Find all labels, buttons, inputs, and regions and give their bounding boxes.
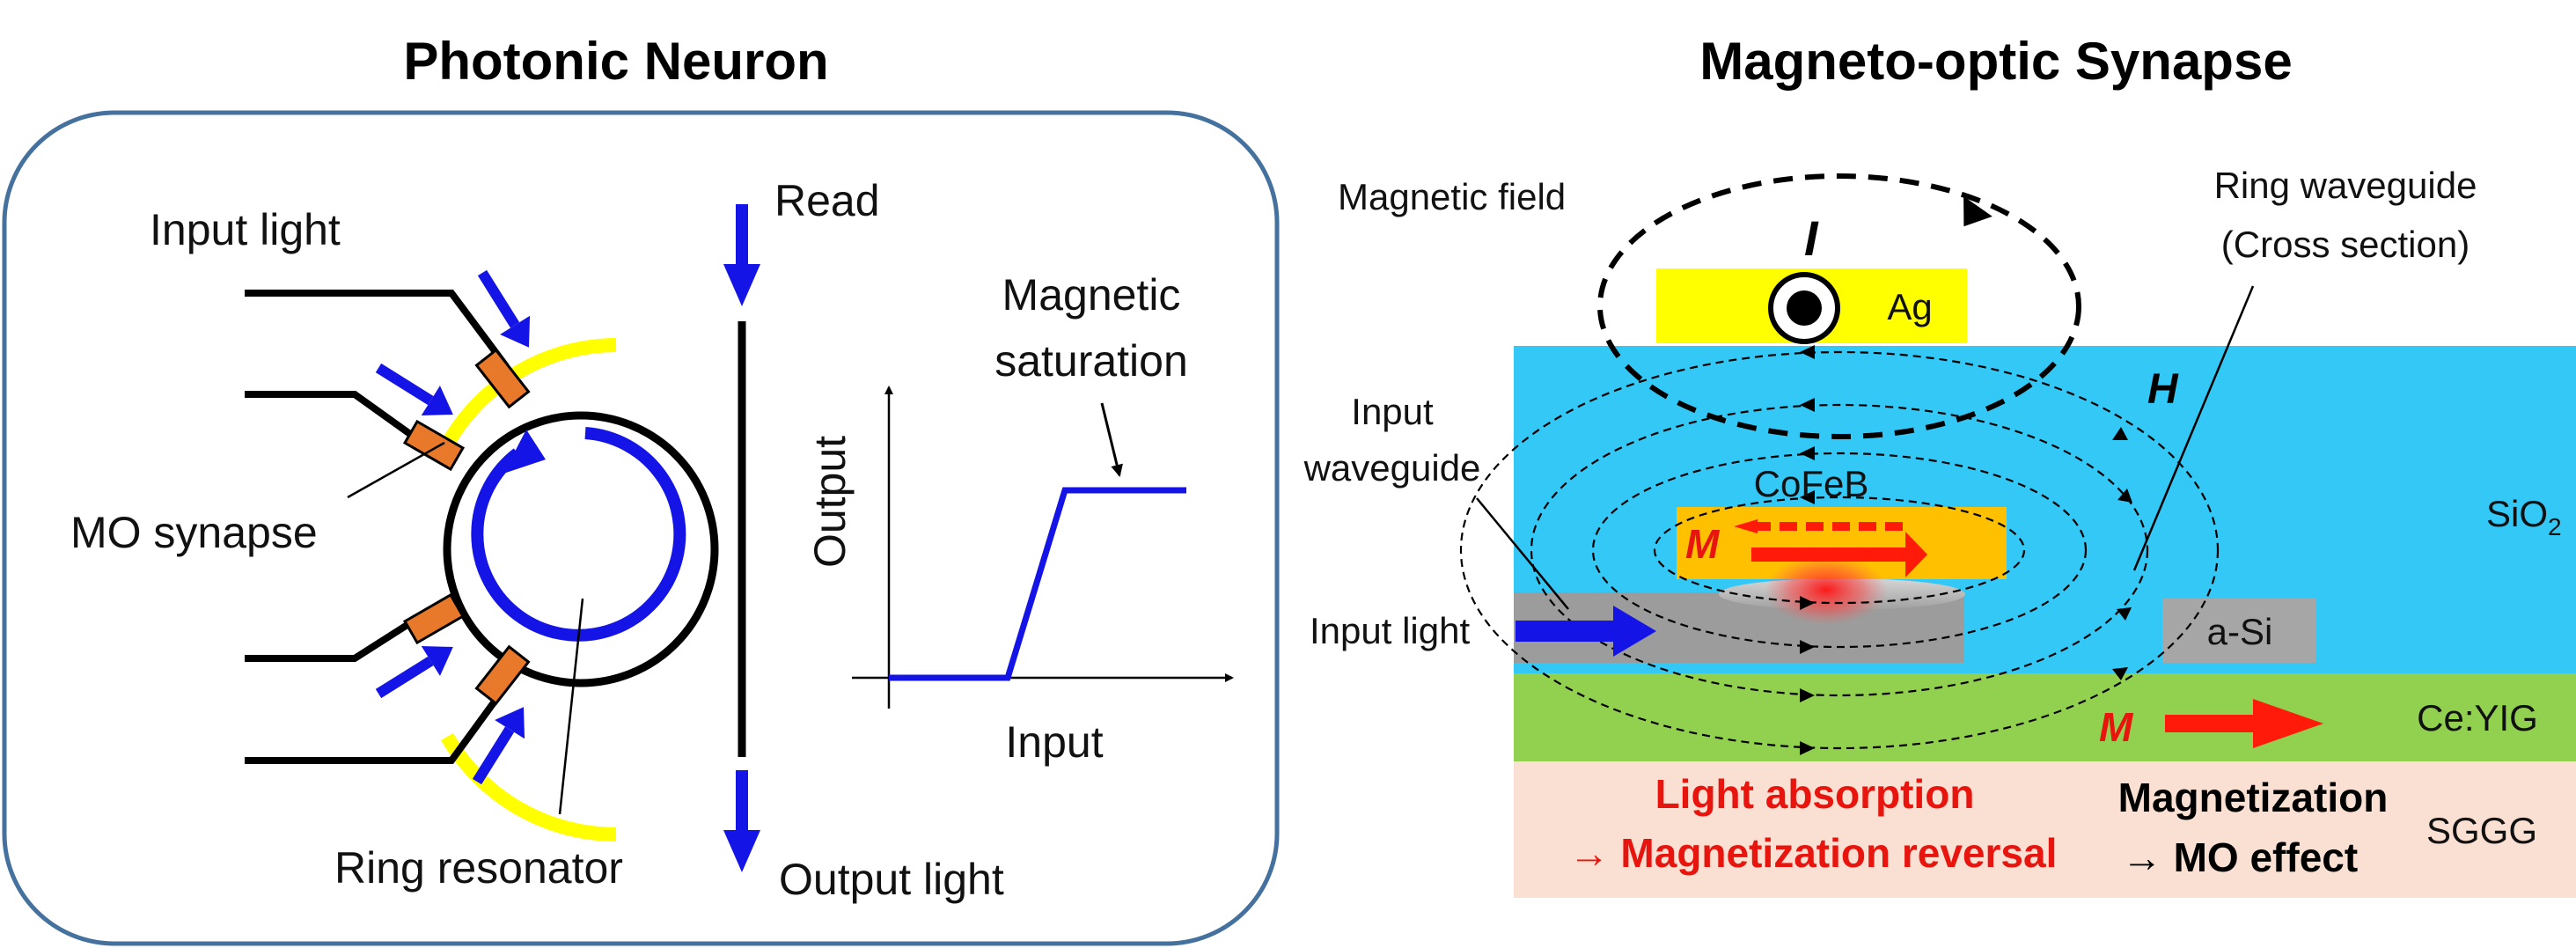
saturation-pointer	[1100, 402, 1123, 477]
yellow-arcs	[441, 338, 617, 841]
input-light-arrows	[375, 269, 531, 785]
input-waveguide-label-2: waveguide	[1303, 447, 1481, 489]
mo-synapse-leader	[347, 441, 445, 499]
magnetic-field-loop	[1597, 173, 2081, 439]
field-loop-arrow	[1963, 195, 1993, 227]
sio2-label: SiO2	[2486, 493, 2562, 540]
magnetization-label: Magnetization	[2118, 775, 2389, 820]
input-light-label-right: Input light	[1310, 610, 1470, 651]
photonic-neuron-panel: Photonic Neuron	[2, 32, 1280, 946]
ring-resonator	[443, 411, 719, 687]
a-si-waveguide	[2162, 599, 2316, 663]
input-waveguide-leader	[1476, 497, 1569, 610]
mo-effect-label: → MO effect	[2122, 834, 2358, 880]
mo-synapses	[402, 348, 531, 706]
mo-synapse	[402, 419, 466, 472]
magnetic-field-label: Magnetic field	[1338, 176, 1566, 217]
mo-synapse-title: Magneto-optic Synapse	[1699, 32, 2292, 91]
read-label: Read	[774, 176, 880, 225]
sggg-label: SGGG	[2426, 810, 2537, 851]
ring-resonator-leader	[558, 598, 584, 815]
output-arrow	[723, 770, 760, 872]
m-symbol-cofeb: M	[1685, 521, 1721, 567]
mo-synapse-panel: Magneto-optic Synapse Ag a-Si	[1303, 32, 2576, 898]
ceyig-label: Ce:YIG	[2417, 697, 2538, 739]
read-arrow	[723, 204, 760, 306]
field-lines	[1459, 350, 2220, 750]
mo-synapse	[402, 592, 466, 645]
light-absorption-spot	[1765, 555, 1888, 625]
a-si-label: a-Si	[2207, 611, 2273, 652]
m-symbol-yig: M	[2099, 704, 2134, 750]
h-field-symbol: H	[2147, 366, 2179, 413]
ring-resonator-label: Ring resonator	[334, 843, 623, 893]
ring-waveguide-leader	[2132, 285, 2255, 571]
mo-synapse-label: MO synapse	[70, 508, 318, 557]
input-light-arrow	[1516, 606, 1656, 657]
magnetic-saturation-label-1: Magnetic	[1002, 270, 1181, 320]
sio2-subscript: 2	[2548, 513, 2562, 540]
circulation-arrow	[471, 427, 686, 642]
blue-arrow	[472, 707, 525, 785]
cofeb-label: CoFeB	[1754, 463, 1869, 504]
current-symbol: I	[1804, 210, 1819, 266]
blue-arrow	[375, 363, 453, 416]
input-waveguide-label-1: Input	[1351, 391, 1434, 432]
magnetization-reversal-label: → Magnetization reversal	[1569, 830, 2058, 876]
sio2-main: SiO	[2486, 493, 2548, 534]
current-dot	[1787, 290, 1822, 326]
ring-waveguide-label-1: Ring waveguide	[2214, 165, 2477, 206]
blue-arrow	[477, 269, 531, 348]
circulation-arrow-head	[503, 430, 546, 474]
mo-synapse	[474, 348, 531, 409]
input-axis-label: Input	[1005, 717, 1103, 767]
ag-label: Ag	[1887, 286, 1932, 327]
activation-plot: Output Input	[805, 386, 1234, 767]
field-arrowheads	[1800, 345, 2132, 755]
magnetic-saturation-label-2: saturation	[994, 336, 1188, 386]
neuron-frame	[2, 110, 1280, 946]
light-absorption-label: Light absorption	[1655, 771, 1975, 817]
blue-arrow	[375, 645, 453, 699]
output-light-label: Output light	[779, 855, 1004, 904]
output-axis-label: Output	[805, 436, 855, 568]
yig-magnetization-arrow	[2165, 699, 2323, 748]
cofeb-magnetization-arrows	[1734, 519, 1927, 577]
activation-curve	[889, 487, 1186, 681]
input-light-label: Input light	[150, 205, 341, 254]
ring-waveguide-label-2: (Cross section)	[2221, 224, 2470, 265]
photonic-neuron-title: Photonic Neuron	[403, 32, 828, 91]
sggg-layer	[1514, 761, 2576, 898]
mo-synapse	[474, 644, 531, 706]
